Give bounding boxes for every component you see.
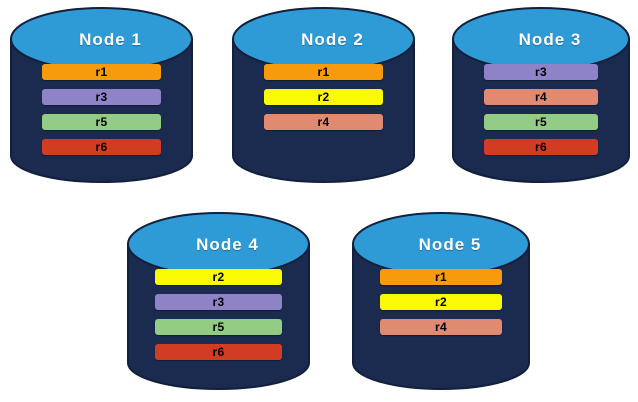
replica-list: r2 r3 r5 r6 bbox=[155, 269, 282, 369]
cylinder-top-disc bbox=[10, 7, 193, 71]
replica-list: r1 r2 r4 bbox=[264, 64, 383, 139]
replica-label: r4 bbox=[535, 90, 547, 104]
replica-bar[interactable]: r6 bbox=[155, 344, 282, 360]
replica-bar[interactable]: r2 bbox=[380, 294, 502, 310]
replica-bar[interactable]: r6 bbox=[42, 139, 161, 155]
replica-bar[interactable]: r4 bbox=[380, 319, 502, 335]
replica-label: r1 bbox=[317, 65, 330, 79]
replica-label: r6 bbox=[535, 140, 547, 154]
replica-bar[interactable]: r5 bbox=[155, 319, 282, 335]
replica-list: r1 r2 r4 bbox=[380, 269, 502, 344]
replica-label: r4 bbox=[435, 320, 447, 334]
replica-bar[interactable]: r5 bbox=[42, 114, 161, 130]
replica-label: r3 bbox=[95, 90, 108, 104]
cylinder-top-disc bbox=[452, 7, 630, 71]
replica-label: r5 bbox=[212, 320, 225, 334]
cylinder-top-disc bbox=[127, 212, 310, 276]
replica-label: r4 bbox=[317, 115, 330, 129]
replica-label: r2 bbox=[212, 270, 225, 284]
replica-label: r1 bbox=[435, 270, 447, 284]
replica-bar[interactable]: r3 bbox=[42, 89, 161, 105]
replica-bar[interactable]: r1 bbox=[264, 64, 383, 80]
replica-list: r1 r3 r5 r6 bbox=[42, 64, 161, 164]
replica-label: r6 bbox=[212, 345, 225, 359]
replica-bar[interactable]: r3 bbox=[484, 64, 598, 80]
replica-label: r5 bbox=[95, 115, 108, 129]
replica-label: r2 bbox=[317, 90, 330, 104]
replica-bar[interactable]: r4 bbox=[264, 114, 383, 130]
cylinder-top-disc bbox=[352, 212, 530, 276]
cylinder-top-disc bbox=[232, 7, 415, 71]
replica-bar[interactable]: r1 bbox=[380, 269, 502, 285]
replica-label: r1 bbox=[95, 65, 108, 79]
replica-label: r2 bbox=[435, 295, 447, 309]
replica-bar[interactable]: r4 bbox=[484, 89, 598, 105]
replica-label: r6 bbox=[95, 140, 108, 154]
replica-bar[interactable]: r3 bbox=[155, 294, 282, 310]
replica-list: r3 r4 r5 r6 bbox=[484, 64, 598, 164]
replica-bar[interactable]: r2 bbox=[264, 89, 383, 105]
replica-bar[interactable]: r5 bbox=[484, 114, 598, 130]
replica-bar[interactable]: r6 bbox=[484, 139, 598, 155]
replica-bar[interactable]: r2 bbox=[155, 269, 282, 285]
replica-label: r5 bbox=[535, 115, 547, 129]
replica-label: r3 bbox=[212, 295, 225, 309]
replica-bar[interactable]: r1 bbox=[42, 64, 161, 80]
replica-label: r3 bbox=[535, 65, 547, 79]
